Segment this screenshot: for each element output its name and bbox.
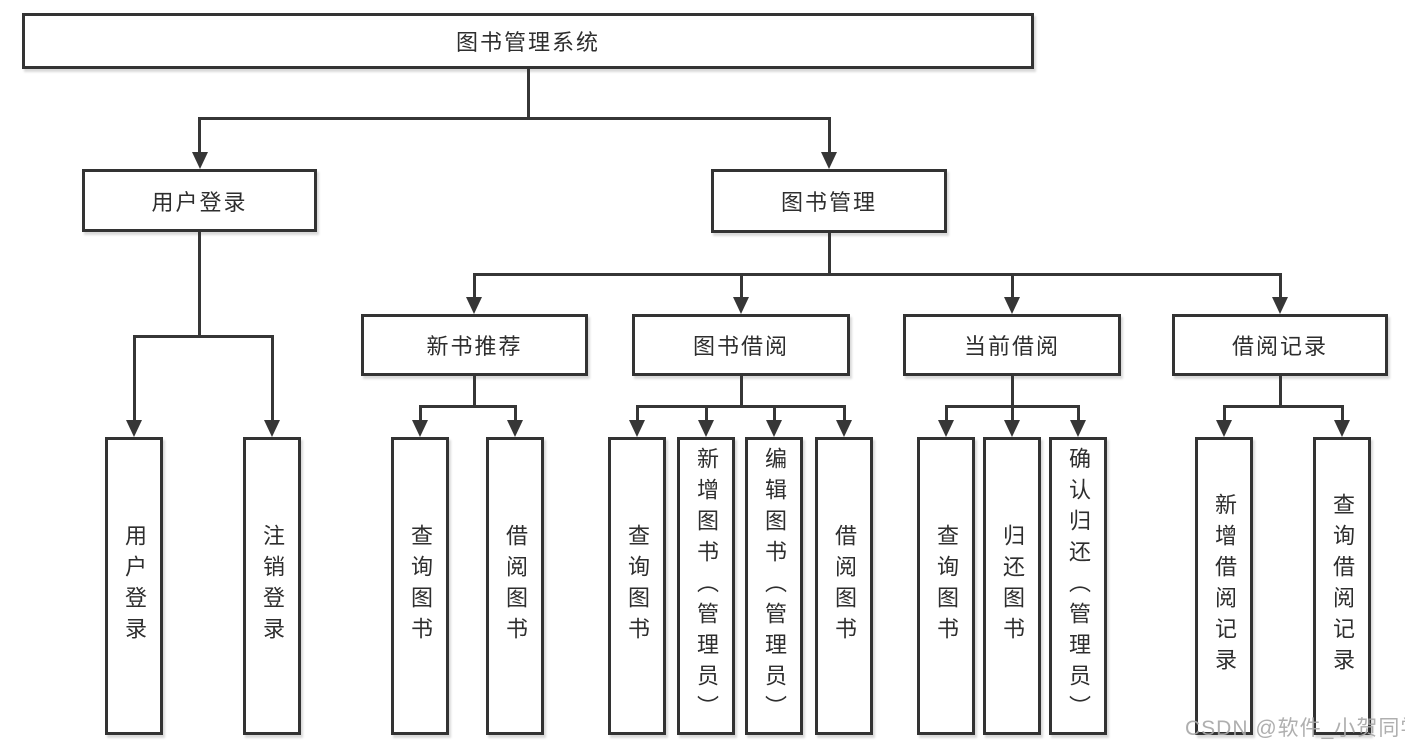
arrow-down-icon xyxy=(412,420,428,437)
leaf-label: 新增图书（管理员） xyxy=(694,446,719,726)
leaf-query-books-borrowing: 查询图书 xyxy=(608,437,666,735)
node-borrowing-records: 借阅记录 xyxy=(1172,314,1388,376)
node-label: 图书管理系统 xyxy=(455,30,600,55)
connector-bar xyxy=(198,117,830,120)
arrow-down-icon xyxy=(938,420,954,437)
node-label: 当前借阅 xyxy=(963,334,1060,359)
connector-drop xyxy=(1077,405,1080,421)
connector-stem xyxy=(473,376,476,407)
connector-drop xyxy=(1011,405,1014,421)
leaf-add-books-admin: 新增图书（管理员） xyxy=(677,437,735,735)
node-new-book-recommendation: 新书推荐 xyxy=(361,314,588,376)
leaf-return-books: 归还图书 xyxy=(983,437,1041,735)
leaf-query-books-recommend: 查询图书 xyxy=(391,437,449,735)
leaf-user-login: 用户登录 xyxy=(105,437,163,735)
leaf-label: 注销登录 xyxy=(260,524,285,648)
leaf-label: 查询图书 xyxy=(625,524,650,648)
arrow-down-icon xyxy=(264,420,280,437)
leaf-label: 编辑图书（管理员） xyxy=(762,446,787,726)
connector-bar xyxy=(1223,405,1343,408)
connector-drop xyxy=(1011,273,1014,299)
leaf-edit-books-admin: 编辑图书（管理员） xyxy=(745,437,803,735)
connector-drop xyxy=(828,117,831,154)
connector-stem xyxy=(527,69,530,120)
leaf-label: 查询借阅记录 xyxy=(1330,493,1355,679)
arrow-down-icon xyxy=(466,297,482,314)
leaf-query-books-current: 查询图书 xyxy=(917,437,975,735)
leaf-confirm-return-admin: 确认归还（管理员） xyxy=(1049,437,1107,735)
connector-stem xyxy=(740,376,743,407)
arrow-down-icon xyxy=(1216,420,1232,437)
connector-drop xyxy=(514,405,517,421)
connector-bar xyxy=(636,405,845,408)
connector-drop xyxy=(843,405,846,421)
arrow-down-icon xyxy=(836,420,852,437)
connector-drop xyxy=(473,273,476,299)
arrow-down-icon xyxy=(821,152,837,169)
connector-drop xyxy=(419,405,422,421)
leaf-label: 新增借阅记录 xyxy=(1212,493,1237,679)
node-library-management-system: 图书管理系统 xyxy=(22,13,1034,69)
node-label: 图书借阅 xyxy=(692,334,789,359)
connector-drop xyxy=(1223,405,1226,421)
leaf-label: 借阅图书 xyxy=(832,524,857,648)
leaf-borrow-books-borrowing: 借阅图书 xyxy=(815,437,873,735)
node-label: 新书推荐 xyxy=(426,334,523,359)
arrow-down-icon xyxy=(126,420,142,437)
connector-stem xyxy=(828,233,831,275)
arrow-down-icon xyxy=(1004,420,1020,437)
node-label: 用户登录 xyxy=(151,189,248,215)
connector-stem xyxy=(1011,376,1014,407)
connector-bar xyxy=(133,335,273,338)
node-label: 图书管理 xyxy=(780,190,877,215)
connector-drop xyxy=(945,405,948,421)
leaf-label: 用户登录 xyxy=(122,524,147,648)
node-book-management: 图书管理 xyxy=(711,169,947,233)
connector-stem xyxy=(1279,376,1282,407)
arrow-down-icon xyxy=(733,297,749,314)
arrow-down-icon xyxy=(1070,420,1086,437)
leaf-logout: 注销登录 xyxy=(243,437,301,735)
arrow-down-icon xyxy=(507,420,523,437)
arrow-down-icon xyxy=(1272,297,1288,314)
leaf-label: 查询图书 xyxy=(408,524,433,648)
leaf-query-borrow-record: 查询借阅记录 xyxy=(1313,437,1371,735)
leaf-label: 确认归还（管理员） xyxy=(1066,446,1091,726)
node-book-borrowing: 图书借阅 xyxy=(632,314,850,376)
connector-drop xyxy=(705,405,708,421)
connector-bar xyxy=(473,273,1281,276)
connector-drop xyxy=(740,273,743,299)
connector-drop xyxy=(636,405,639,421)
arrow-down-icon xyxy=(698,420,714,437)
connector-drop xyxy=(133,335,136,421)
leaf-add-borrow-record: 新增借阅记录 xyxy=(1195,437,1253,735)
csdn-watermark: CSDN @软件_小贺同学 xyxy=(1185,717,1405,740)
arrow-down-icon xyxy=(629,420,645,437)
arrow-down-icon xyxy=(1334,420,1350,437)
leaf-borrow-books-recommend: 借阅图书 xyxy=(486,437,544,735)
arrow-down-icon xyxy=(192,152,208,169)
connector-drop xyxy=(773,405,776,421)
connector-drop xyxy=(1341,405,1344,421)
connector-drop xyxy=(271,335,274,421)
node-label: 借阅记录 xyxy=(1231,334,1328,359)
arrow-down-icon xyxy=(766,420,782,437)
leaf-label: 归还图书 xyxy=(1000,524,1025,648)
leaf-label: 查询图书 xyxy=(934,524,959,648)
node-user-login: 用户登录 xyxy=(82,169,317,232)
connector-stem xyxy=(198,232,201,336)
arrow-down-icon xyxy=(1004,297,1020,314)
leaf-label: 借阅图书 xyxy=(503,524,528,648)
connector-bar xyxy=(419,405,516,408)
connector-drop xyxy=(1279,273,1282,299)
node-current-borrowing: 当前借阅 xyxy=(903,314,1121,376)
connector-drop xyxy=(198,117,201,154)
